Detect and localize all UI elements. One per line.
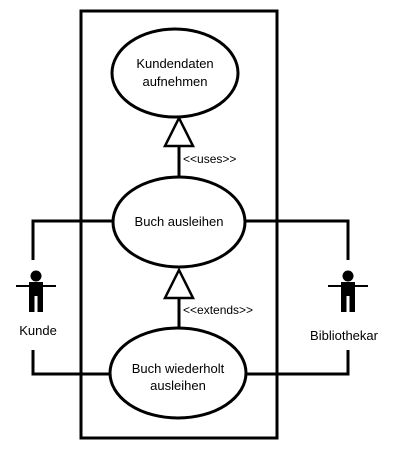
bibliothekar-association-lower (244, 350, 350, 376)
use-case-label: aufnehmen (142, 74, 207, 89)
use-case-label: Buch wiederholt (132, 361, 225, 376)
use-case-label: Buch ausleihen (135, 214, 224, 229)
extends-stereotype-label: <<extends>> (183, 303, 253, 317)
use-case-label: Kundendaten (136, 56, 213, 71)
kunde-association-upper (31, 219, 114, 260)
use-case-buch-wiederholt-ausleihen (108, 326, 248, 420)
use-case-buch-ausleihen (111, 175, 247, 269)
use-case-label: ausleihen (150, 378, 206, 393)
bibliothekar-actor-icon (328, 270, 368, 312)
kunde-association-lower (31, 350, 114, 376)
extends-arrowhead (162, 267, 196, 300)
bibliothekar-association-upper (244, 219, 350, 260)
uses-stereotype-label: <<uses>> (183, 152, 236, 166)
system-boundary (79, 9, 279, 440)
kunde-actor-icon (16, 270, 56, 312)
kunde-actor-label: Kunde (19, 323, 57, 338)
use-case-kundendaten-aufnehmen (110, 27, 240, 119)
bibliothekar-actor-label: Bibliothekar (310, 328, 379, 343)
uses-arrowhead (162, 115, 196, 148)
